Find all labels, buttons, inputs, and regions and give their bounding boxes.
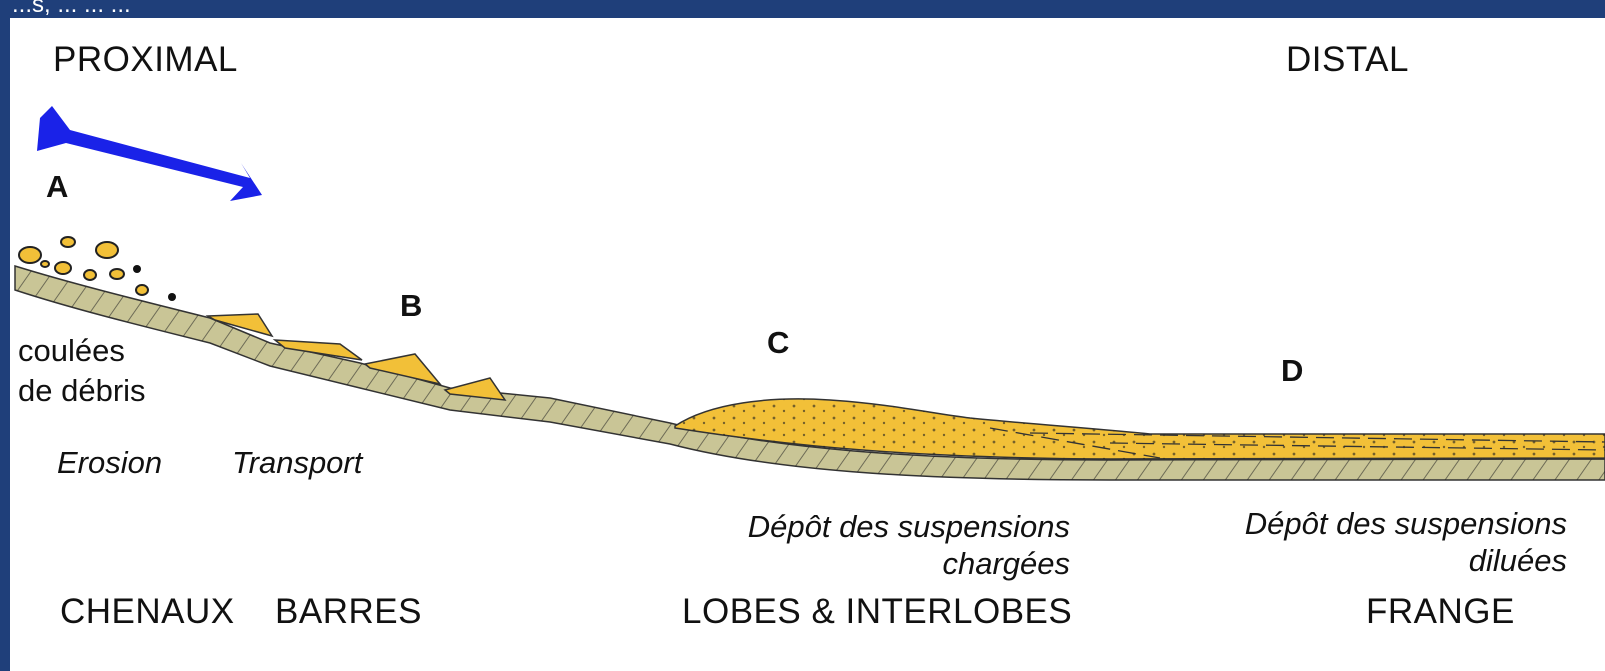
point-d-label: D [1281, 353, 1303, 389]
debris-clast [133, 265, 141, 273]
debris-clast [41, 261, 49, 267]
charged-line1: Dépôt des suspensions [748, 508, 1070, 545]
debris-flow-label: coulées de débris [18, 331, 146, 411]
header-fragment: ...s, ... ... ... [12, 0, 131, 19]
proximal-label: PROXIMAL [53, 40, 238, 80]
lobes-label: LOBES & INTERLOBES [682, 592, 1072, 632]
point-c-label: C [767, 325, 789, 361]
debris-flow-line1: coulées [18, 331, 146, 371]
barres-label: BARRES [275, 592, 422, 632]
debris-clast [84, 270, 96, 280]
debris-clast [96, 242, 118, 258]
distal-label: DISTAL [1286, 40, 1409, 80]
frange-label: FRANGE [1366, 592, 1515, 632]
transport-label: Transport [232, 445, 362, 481]
debris-clast [168, 293, 176, 301]
erosion-label: Erosion [57, 445, 162, 481]
charged-suspension-label: Dépôt des suspensions chargées [748, 508, 1070, 582]
debris-clast [110, 269, 124, 279]
debris-clast [19, 247, 41, 263]
charged-line2: chargées [748, 545, 1070, 582]
debris-clast [55, 262, 71, 274]
point-a-label: A [46, 169, 68, 205]
point-b-label: B [400, 288, 422, 324]
flow-direction-arrow [37, 106, 262, 201]
diluted-line1: Dépôt des suspensions [1245, 505, 1567, 542]
debris-clast [61, 237, 75, 247]
chenaux-label: CHENAUX [60, 592, 235, 632]
diluted-line2: diluées [1245, 542, 1567, 579]
debris-clast [136, 285, 148, 295]
diluted-suspension-label: Dépôt des suspensions diluées [1245, 505, 1567, 579]
debris-flow-line2: de débris [18, 371, 146, 411]
diagram-frame: PROXIMAL DISTAL A B C D coulées de débri… [10, 18, 1605, 671]
